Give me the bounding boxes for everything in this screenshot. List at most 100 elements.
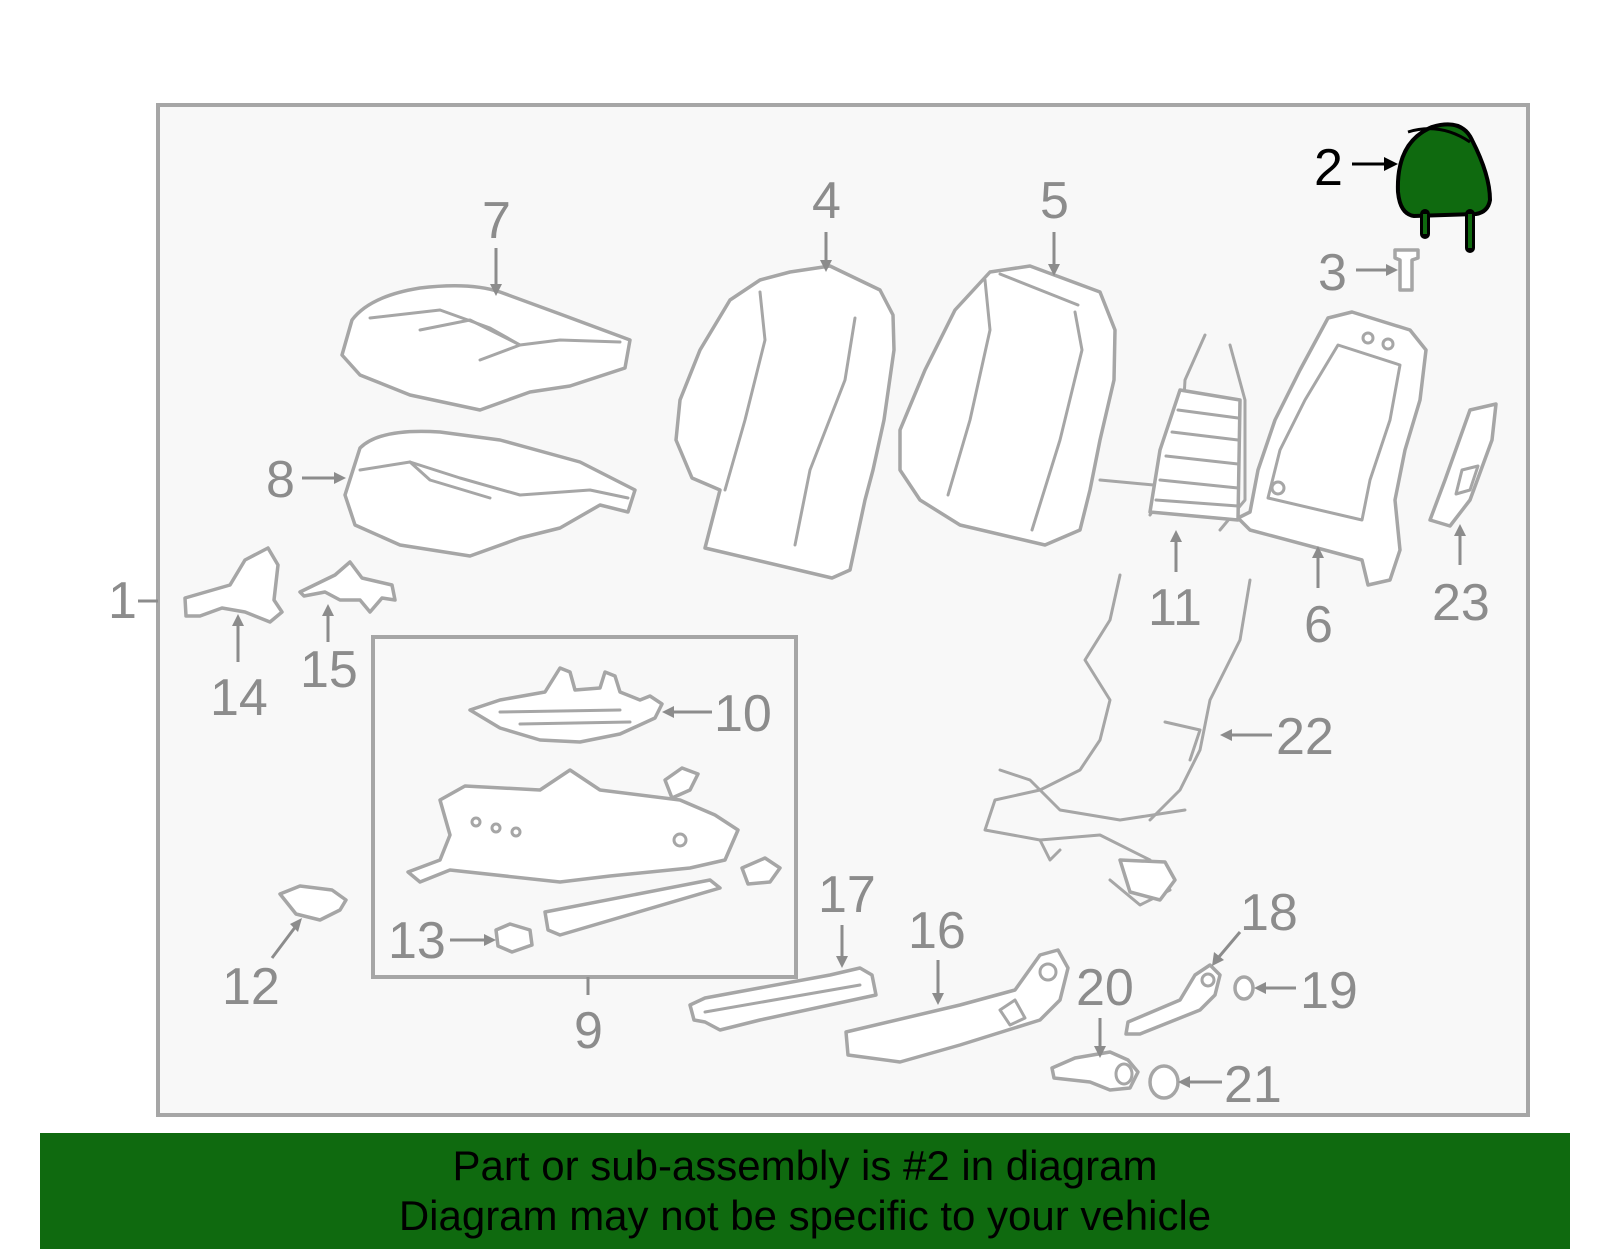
- cushion-pad-seam-2: [408, 460, 492, 500]
- back-frame-inner: [1266, 343, 1402, 522]
- part-6-back-frame[interactable]: [1236, 310, 1428, 587]
- cushion-cover-seam-2: [418, 318, 522, 362]
- part-19-washer[interactable]: [1233, 975, 1255, 1001]
- leader-13-arrowhead: [484, 934, 496, 946]
- pan-rib-1: [498, 708, 622, 714]
- callout-2[interactable]: 2: [1314, 139, 1343, 197]
- back-cover-seam-2: [793, 316, 857, 547]
- callout-23[interactable]: 23: [1432, 574, 1490, 632]
- callout-8[interactable]: 8: [266, 451, 295, 509]
- leader-22-arrowhead: [1220, 729, 1232, 741]
- callout-18[interactable]: 18: [1240, 884, 1298, 942]
- part-22-harness[interactable]: [983, 573, 1252, 907]
- leader-12: [270, 925, 298, 959]
- leader-6-arrowhead: [1312, 546, 1324, 558]
- part-20-handle[interactable]: [1050, 1050, 1140, 1092]
- pan-rib-2: [518, 720, 632, 726]
- lumbar-rung-2: [1170, 430, 1240, 442]
- leader-19-arrowhead: [1254, 982, 1266, 994]
- cap-21-outline: [1148, 1064, 1180, 1100]
- callout-10[interactable]: 10: [714, 685, 772, 743]
- lumbar-rung-3: [1164, 454, 1240, 466]
- callout-12[interactable]: 12: [222, 958, 280, 1016]
- callout-21[interactable]: 21: [1224, 1056, 1282, 1114]
- part-12-switch[interactable]: [278, 884, 348, 922]
- part-14-bracket[interactable]: [183, 546, 284, 624]
- part-21-cap[interactable]: [1148, 1064, 1180, 1100]
- washer-19-outline: [1233, 975, 1255, 1001]
- part-23-side-panel[interactable]: [1428, 402, 1498, 528]
- callout-5[interactable]: 5: [1040, 172, 1069, 230]
- callout-4[interactable]: 4: [812, 172, 841, 230]
- callout-9[interactable]: 9: [574, 1002, 603, 1060]
- callout-16[interactable]: 16: [908, 902, 966, 960]
- cushion-pad-outline: [343, 429, 637, 558]
- cushion-cover-outline: [340, 284, 632, 412]
- adjuster-clip-upper: [663, 766, 700, 800]
- lumbar-grid: [1148, 388, 1242, 522]
- info-banner: Part or sub-assembly is #2 in diagram Di…: [40, 1133, 1570, 1249]
- part-13-clip[interactable]: [494, 922, 534, 954]
- side-shield-hole: [1038, 962, 1058, 982]
- callout-1[interactable]: 1: [108, 572, 137, 630]
- part-9-seat-adjuster[interactable]: [406, 766, 782, 937]
- callout-20[interactable]: 20: [1076, 959, 1134, 1017]
- leader-2-arrowhead: [1384, 157, 1398, 171]
- back-pad-seam-3: [998, 272, 1080, 307]
- callout-13[interactable]: 13: [388, 912, 446, 970]
- side-panel-slot: [1454, 464, 1480, 496]
- subassembly-9-frame: [371, 635, 798, 979]
- leader-8-arrowhead: [334, 472, 346, 484]
- banner-line-part-number: Part or sub-assembly is #2 in diagram: [452, 1142, 1158, 1189]
- headrest-pad[interactable]: [1395, 122, 1492, 218]
- part-2-headrest[interactable]: [1395, 122, 1492, 253]
- callout-3[interactable]: 3: [1318, 244, 1347, 302]
- part-8-cushion-pad[interactable]: [343, 429, 637, 558]
- callout-11[interactable]: 11: [1148, 579, 1202, 637]
- back-pad-seam-1: [946, 278, 992, 497]
- callout-6[interactable]: 6: [1304, 596, 1333, 654]
- back-cover-outline: [674, 264, 896, 580]
- harness-branch-3: [998, 768, 1187, 822]
- callout-15[interactable]: 15: [300, 641, 358, 699]
- leader-4-arrowhead: [820, 260, 832, 272]
- harness-connector-1: [1118, 858, 1177, 902]
- part-10-pan[interactable]: [468, 666, 664, 744]
- lever-18-hole: [1200, 972, 1216, 988]
- back-frame-outline: [1236, 310, 1428, 587]
- back-pad-seam-2: [1030, 310, 1084, 532]
- callout-7[interactable]: 7: [482, 192, 511, 250]
- part-5-back-pad[interactable]: [898, 264, 1117, 547]
- callout-19[interactable]: 19: [1300, 962, 1358, 1020]
- headrest-seam: [1407, 127, 1471, 144]
- leader-5-arrowhead: [1048, 264, 1060, 276]
- part-17-track-cover[interactable]: [688, 966, 878, 1032]
- part-4-back-cover[interactable]: [674, 264, 896, 580]
- part-18-lever[interactable]: [1124, 963, 1222, 1036]
- callout-22[interactable]: 22: [1276, 708, 1334, 766]
- callout-17[interactable]: 17: [818, 866, 876, 924]
- part-16-side-shield[interactable]: [844, 948, 1070, 1064]
- lever-18-outline: [1124, 963, 1222, 1036]
- leader-23-arrowhead: [1454, 524, 1466, 536]
- adjuster-clip-right: [740, 856, 782, 886]
- part-3-guide[interactable]: [1393, 248, 1420, 292]
- leader-18-arrowhead: [1212, 952, 1224, 966]
- cushion-pad-seam-1: [358, 460, 630, 500]
- part-11-lumbar-support[interactable]: [1098, 333, 1247, 532]
- leader-16-arrowhead: [932, 993, 944, 1005]
- back-frame-hole-3: [1270, 480, 1286, 496]
- leader-21-arrowhead: [1178, 1076, 1190, 1088]
- banner-line-disclaimer: Diagram may not be specific to your vehi…: [398, 1192, 1212, 1239]
- callout-14[interactable]: 14: [210, 669, 268, 727]
- clip-13-outline: [494, 922, 534, 954]
- lumbar-rung-5: [1154, 498, 1240, 508]
- harness-branch-2: [1163, 720, 1202, 762]
- leader-15-arrowhead: [322, 604, 334, 616]
- adjuster-hole-1: [470, 816, 482, 828]
- back-frame-hole-1: [1361, 331, 1375, 345]
- adjuster-rail: [543, 878, 722, 937]
- part-7-cushion-cover[interactable]: [340, 284, 632, 412]
- part-15-trim[interactable]: [298, 560, 397, 614]
